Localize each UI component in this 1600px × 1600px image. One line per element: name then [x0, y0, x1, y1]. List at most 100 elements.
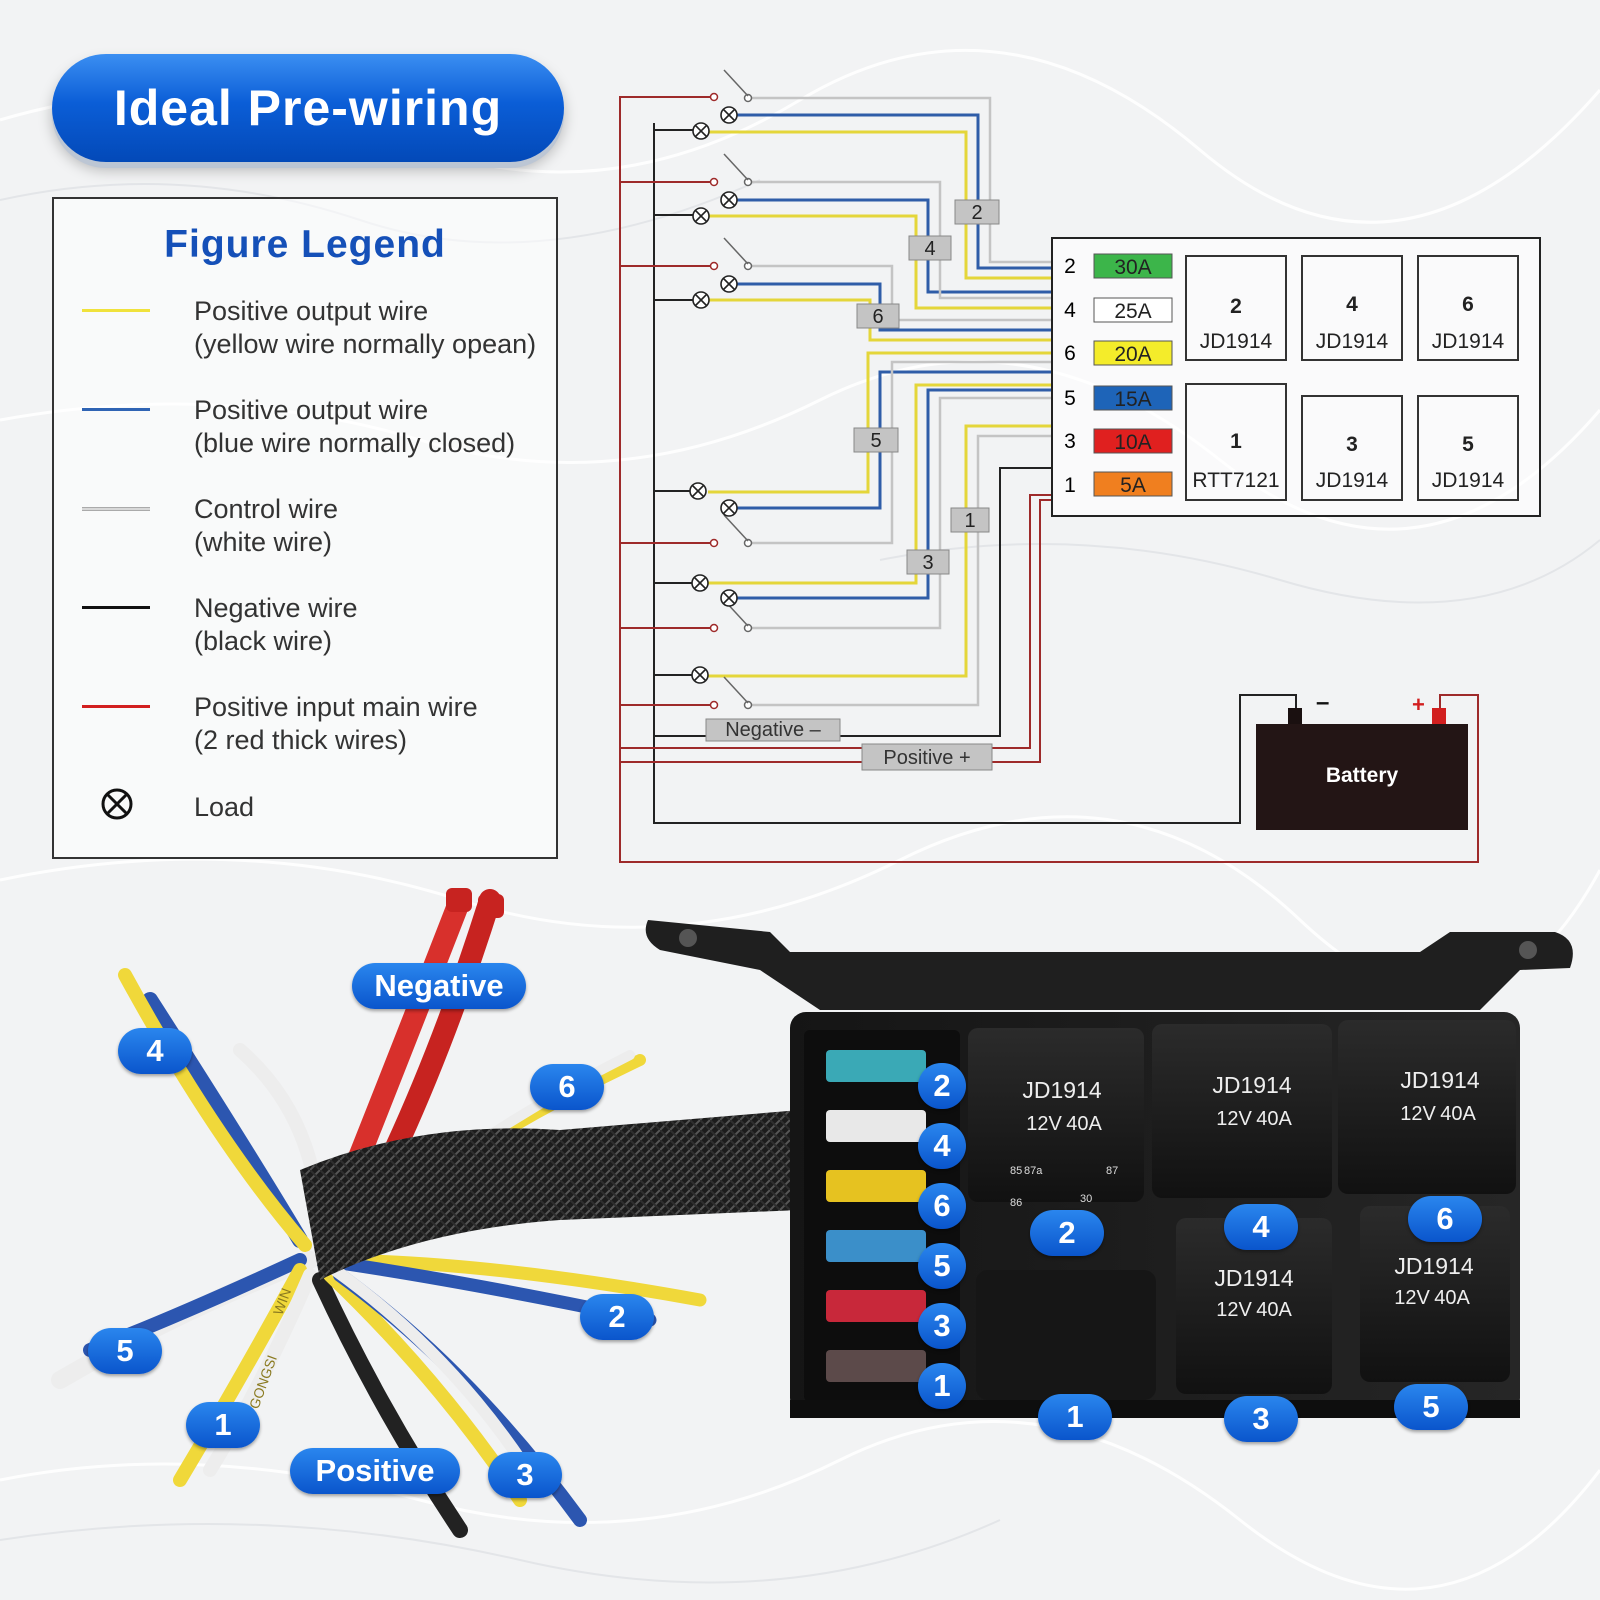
battery: Battery – +: [1256, 689, 1468, 830]
relay-voltage-text: 12V: [1394, 1287, 1430, 1309]
legend-item-blue: Positive output wire (blue wire normally…: [82, 394, 546, 464]
fuse-amp-label: 15A: [1114, 388, 1151, 411]
legend-title: Figure Legend: [164, 223, 446, 266]
braided-loom: [300, 1110, 800, 1280]
legend-item-note: (blue wire normally closed): [194, 428, 516, 458]
relay-current-text: 40A: [1434, 1287, 1470, 1309]
fuse-row-number: 2: [1064, 255, 1076, 278]
legend-item-label: Positive output wire: [194, 395, 429, 425]
negative-tag-label: Negative –: [725, 719, 821, 741]
wiring-schematic: 2 4 6 5 1 3 Negative – Positive + 2 30A …: [619, 69, 1541, 863]
legend-item-label: Control wire: [194, 494, 339, 524]
relay-slot-number: 5: [1462, 433, 1474, 456]
red-branch-wires: [620, 181, 1052, 763]
relay-badge-5: 5: [1394, 1384, 1468, 1430]
relay-slot-number: 4: [1346, 293, 1358, 316]
relay-slot-model: JD1914: [1316, 330, 1389, 353]
battery-label: Battery: [1326, 764, 1399, 787]
yellow-output-wires: [708, 130, 1052, 678]
red-wire-swatch: [82, 705, 150, 708]
relay-model-text: JD1914: [1214, 1265, 1293, 1291]
wire-tag-label: 6: [872, 306, 883, 328]
relay-current-text: 40A: [1066, 1113, 1102, 1135]
fuse-swatch-25a: [1093, 297, 1173, 323]
relay-voltage-text: 12V: [1026, 1113, 1062, 1135]
legend-item-note: (white wire): [194, 527, 333, 557]
relay-badge-6: 6: [1408, 1196, 1482, 1242]
load-cross-circle-icon: [101, 788, 133, 820]
white-wire-swatch: [82, 507, 150, 511]
negative-wire-badge: Negative: [352, 963, 526, 1009]
wire-tag-label: 5: [870, 430, 881, 452]
svg-text:87: 87: [1106, 1165, 1118, 1177]
fuse-badge-3: 3: [918, 1303, 966, 1349]
fuse-swatch-5a: [1093, 471, 1173, 497]
relay-slot-model: JD1914: [1432, 469, 1505, 492]
relay-slot-model: RTT7121: [1192, 469, 1279, 492]
relay-badge-3: 3: [1224, 1396, 1298, 1442]
relay-model-text: JD1914: [1400, 1067, 1479, 1093]
battery-positive-wire: [1040, 694, 1479, 863]
page-title: Ideal Pre-wiring: [52, 54, 564, 162]
fuse-box-base: [790, 1400, 1520, 1418]
fuse-row-number: 1: [1064, 474, 1076, 497]
fuse-swatch-30a: [1093, 253, 1173, 279]
blade-fuses: [826, 1050, 926, 1382]
relay-model-text: JD1914: [1212, 1072, 1291, 1098]
relay-voltage-text: 12V: [1216, 1299, 1252, 1321]
wire-badge-3: 3: [488, 1452, 562, 1498]
relay-badge-2: 2: [1030, 1210, 1104, 1256]
fuse-row-number: 5: [1064, 387, 1076, 410]
legend-item-red: Positive input main wire (2 red thick wi…: [82, 691, 546, 761]
fuse-swatch-10a: [1093, 428, 1173, 454]
wire-badge-1: 1: [186, 1402, 260, 1448]
relay-current-text: 40A: [1440, 1103, 1476, 1125]
fuse-amp-label: 10A: [1114, 431, 1151, 454]
product-photo: JD1914 12V 40A JD1914 12V 40A JD1914 12V…: [51, 888, 1573, 1538]
fuse-amp-label: 20A: [1114, 343, 1151, 366]
legend-item-label: Positive output wire: [194, 296, 429, 326]
relay-slot-2: [1185, 255, 1287, 361]
battery-plus-sign: +: [1412, 692, 1425, 717]
relay-slot-1: [1185, 383, 1287, 501]
svg-text:85: 85: [1010, 1165, 1022, 1177]
fuse-swatch-15a: [1093, 385, 1173, 411]
legend-item-black: Negative wire (black wire): [82, 592, 546, 662]
relay-slot-number: 6: [1462, 293, 1474, 316]
relay-slot-number: 2: [1230, 295, 1242, 318]
wire-tag-label: 4: [924, 238, 935, 260]
blue-output-wires: [736, 113, 1052, 600]
fuse-badge-6: 6: [918, 1183, 966, 1229]
relay-cubes: [968, 1020, 1516, 1400]
fuse-amp-label: 5A: [1120, 474, 1146, 497]
relay-current-text: 40A: [1256, 1108, 1292, 1130]
mounting-bracket: [645, 920, 1573, 1010]
wire-badge-4: 4: [118, 1028, 192, 1074]
fuse-badge-5: 5: [918, 1243, 966, 1289]
fuse-badge-2: 2: [918, 1063, 966, 1109]
relay-model-text: JD1914: [1022, 1077, 1101, 1103]
relay-slot-model: JD1914: [1200, 330, 1273, 353]
load-cross-circle-icon: [689, 106, 738, 684]
relay-slot-model: JD1914: [1316, 469, 1389, 492]
fuse-row-number: 3: [1064, 430, 1076, 453]
relay-slot-number: 1: [1230, 430, 1242, 453]
relay-voltage-text: 12V: [1400, 1103, 1436, 1125]
legend-item-note: (black wire): [194, 626, 333, 656]
legend-item-white: Control wire (white wire): [82, 493, 546, 563]
relay-slot-4: [1301, 255, 1403, 361]
fuse-swatch-20a: [1093, 340, 1173, 366]
relay-badge-1: 1: [1038, 1394, 1112, 1440]
relay-markings: JD1914 12V 40A JD1914 12V 40A JD1914 12V…: [1022, 1067, 1479, 1321]
relay-slot-number: 3: [1346, 433, 1358, 456]
wire-tag-label: 2: [971, 202, 982, 224]
wire-group-tags: 2 4 6 5 1 3 Negative – Positive +: [705, 199, 1000, 771]
relay-current-text: 40A: [1256, 1299, 1292, 1321]
positive-wire-badge: Positive: [290, 1448, 460, 1494]
relay-slot-model: JD1914: [1432, 330, 1505, 353]
yellow-wire-swatch: [82, 309, 150, 312]
fuse-row-number: 6: [1064, 342, 1076, 365]
fuse-amp-label: 30A: [1114, 256, 1151, 279]
legend-item-label: Positive input main wire: [194, 692, 478, 722]
fuse-badge-4: 4: [918, 1123, 966, 1169]
